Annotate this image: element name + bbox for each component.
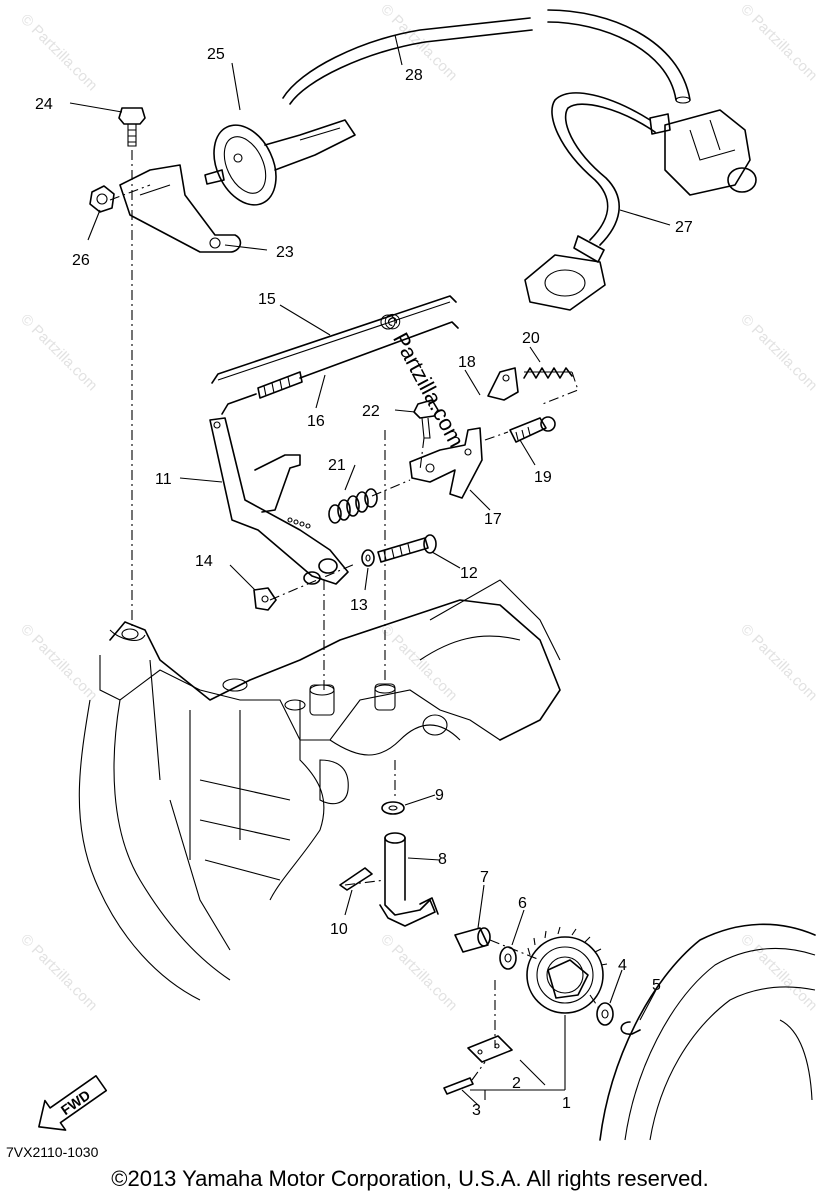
watermark: © Partzilla.com [377, 621, 460, 704]
collar-7 [454, 927, 491, 953]
callout-6: 6 [518, 895, 527, 912]
watermark: © Partzilla.com [737, 621, 820, 704]
watermark: © Partzilla.com [737, 1, 820, 84]
callout-4: 4 [618, 957, 627, 974]
washer-13 [361, 549, 375, 567]
bracket-18 [487, 367, 519, 401]
callout-8: 8 [438, 851, 447, 868]
callout-20: 20 [522, 330, 540, 347]
fwd-arrow-icon: FWD [38, 1075, 108, 1131]
bolt-12 [377, 534, 437, 563]
callout-25: 25 [207, 46, 225, 63]
washer-4 [596, 1002, 614, 1026]
callout-19: 19 [534, 469, 552, 486]
nut-26 [89, 185, 115, 213]
callout-17: 17 [484, 511, 502, 528]
callout-15: 15 [258, 291, 276, 308]
actuator-bracket [119, 164, 242, 253]
callout-22: 22 [362, 403, 380, 420]
lever-11 [209, 417, 349, 585]
crankcase-cover [599, 923, 816, 1141]
callout-7: 7 [480, 869, 489, 886]
leader-lines [69, 34, 671, 1106]
callout-2: 2 [512, 1075, 521, 1092]
vacuum-actuator [204, 119, 356, 206]
flange-gasket [524, 254, 606, 311]
rod-15 [211, 295, 457, 384]
callout-24: 24 [35, 96, 53, 113]
copyright-notice: ©2013 Yamaha Motor Corporation, U.S.A. A… [111, 1166, 709, 1191]
callout-18: 18 [458, 354, 476, 371]
callout-21: 21 [328, 457, 346, 474]
bolt-24 [118, 107, 146, 147]
callout-5: 5 [652, 977, 661, 994]
clip-10 [339, 867, 373, 891]
plate-2 [467, 1035, 513, 1063]
shaft-8 [379, 832, 439, 927]
callout-26: 26 [72, 252, 90, 269]
solenoid-valve [649, 109, 757, 196]
block-14 [253, 587, 277, 611]
watermark: © Partzilla.com [17, 311, 100, 394]
callout-12: 12 [460, 565, 478, 582]
callout-16: 16 [307, 413, 325, 430]
watermark: © Partzilla.com [737, 311, 820, 394]
hose-28 [282, 9, 691, 105]
callout-27: 27 [675, 219, 693, 236]
gear-1 [526, 926, 608, 1014]
callout-1: 1 [562, 1095, 571, 1112]
watermark-layer: © Partzilla.com © Partzilla.com © Partzi… [17, 1, 820, 1014]
callout-10: 10 [330, 921, 348, 938]
diagram-code: 7VX2110-1030 [6, 1144, 99, 1160]
callout-13: 13 [350, 597, 368, 614]
callout-3: 3 [472, 1102, 481, 1119]
assembly-lines [109, 150, 601, 1081]
callout-28: 28 [405, 67, 423, 84]
watermark: © Partzilla.com [17, 931, 100, 1014]
hose-27 [551, 92, 656, 263]
callout-9: 9 [435, 787, 444, 804]
watermark: © Partzilla.com [17, 621, 100, 704]
rod-16 [221, 321, 459, 415]
watermark: © Partzilla.com [377, 931, 460, 1014]
washer-9 [381, 801, 405, 815]
watermark: © Partzilla.com [17, 11, 100, 94]
callout-11: 11 [155, 471, 172, 488]
washer-6 [499, 946, 517, 970]
callout-labels: 1 2 3 4 5 6 7 8 9 10 11 12 13 14 15 16 1… [35, 46, 693, 1119]
callout-14: 14 [195, 553, 213, 570]
engine-housing [78, 579, 561, 1001]
callout-23: 23 [276, 244, 294, 261]
bolt-19 [509, 416, 556, 443]
pin-3 [443, 1077, 474, 1095]
spring-21 [328, 488, 378, 524]
clip-5 [620, 1021, 641, 1035]
spring-20 [523, 367, 573, 379]
bracket-17 [409, 427, 483, 499]
watermark: © Partzilla.com [737, 931, 820, 1014]
